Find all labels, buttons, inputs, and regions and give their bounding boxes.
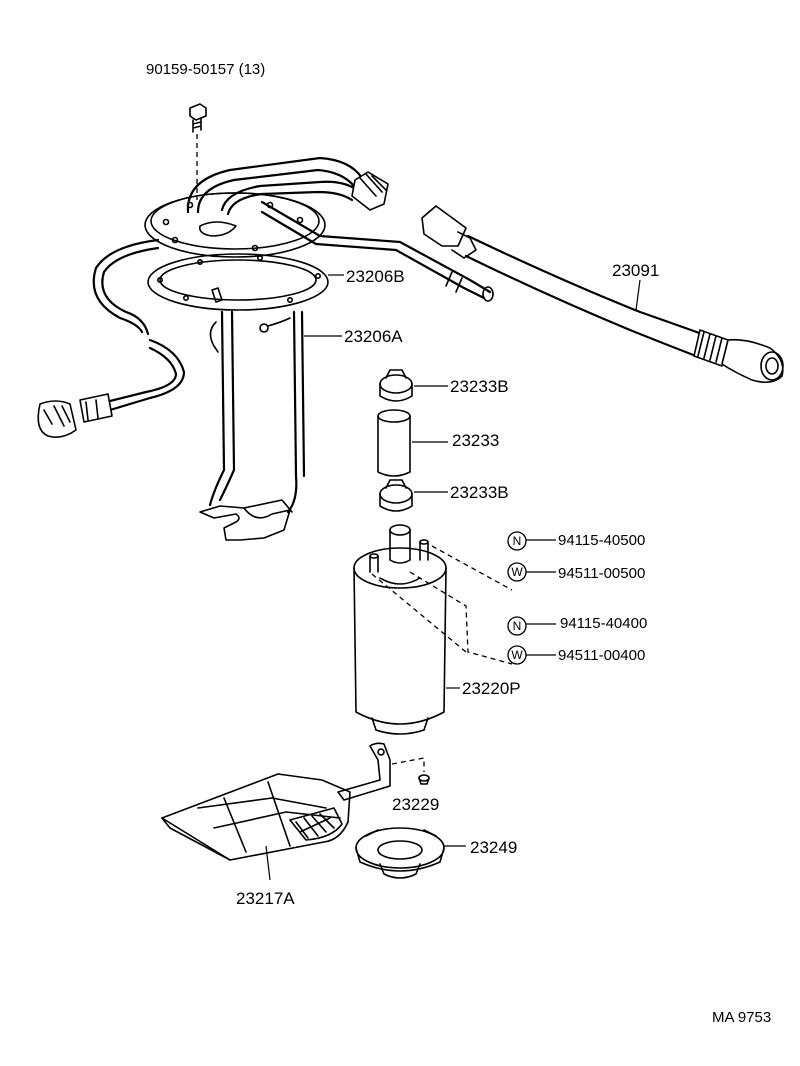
nut-washer-group: N W N W (507, 531, 556, 665)
wire-harness (37, 238, 186, 438)
label-short-hose: 23233 (452, 431, 499, 450)
washer-symbol-1: W (511, 565, 523, 579)
washer-symbol-2: W (511, 648, 523, 662)
gasket-part (147, 253, 344, 311)
label-filter: 23217A (236, 889, 295, 908)
label-bracket: 23206A (344, 327, 403, 346)
bolt-part (189, 103, 207, 200)
label-clamp-bottom: 23233B (450, 483, 509, 502)
label-clamp-top: 23233B (450, 377, 509, 396)
label-bolt: 90159-50157 (13) (146, 61, 265, 78)
pump-bracket-flange (144, 156, 494, 302)
label-washer-2: 94511-00400 (558, 647, 645, 664)
nut-symbol-1: N (513, 534, 522, 548)
label-cushion: 23249 (470, 838, 517, 857)
label-washer-1: 94511-00500 (558, 565, 645, 582)
label-gasket: 23206B (346, 267, 405, 286)
cushion-part (355, 827, 466, 879)
drawing-code: MA 9753 (712, 1009, 771, 1026)
nut-symbol-2: N (513, 619, 522, 633)
clip-part (391, 757, 430, 785)
hose-part (421, 205, 784, 384)
label-nut-2: 94115-40400 (560, 615, 647, 632)
clamp-bottom-part (379, 479, 448, 512)
clamp-top-part (379, 369, 448, 402)
label-hose: 23091 (612, 261, 659, 280)
label-clip: 23229 (392, 795, 439, 814)
filter-part (161, 742, 391, 881)
bracket-part (199, 287, 342, 541)
label-pump: 23220P (462, 679, 521, 698)
fuel-pump-part (353, 524, 460, 735)
short-hose-part (377, 409, 448, 477)
label-nut-1: 94115-40500 (558, 532, 645, 549)
